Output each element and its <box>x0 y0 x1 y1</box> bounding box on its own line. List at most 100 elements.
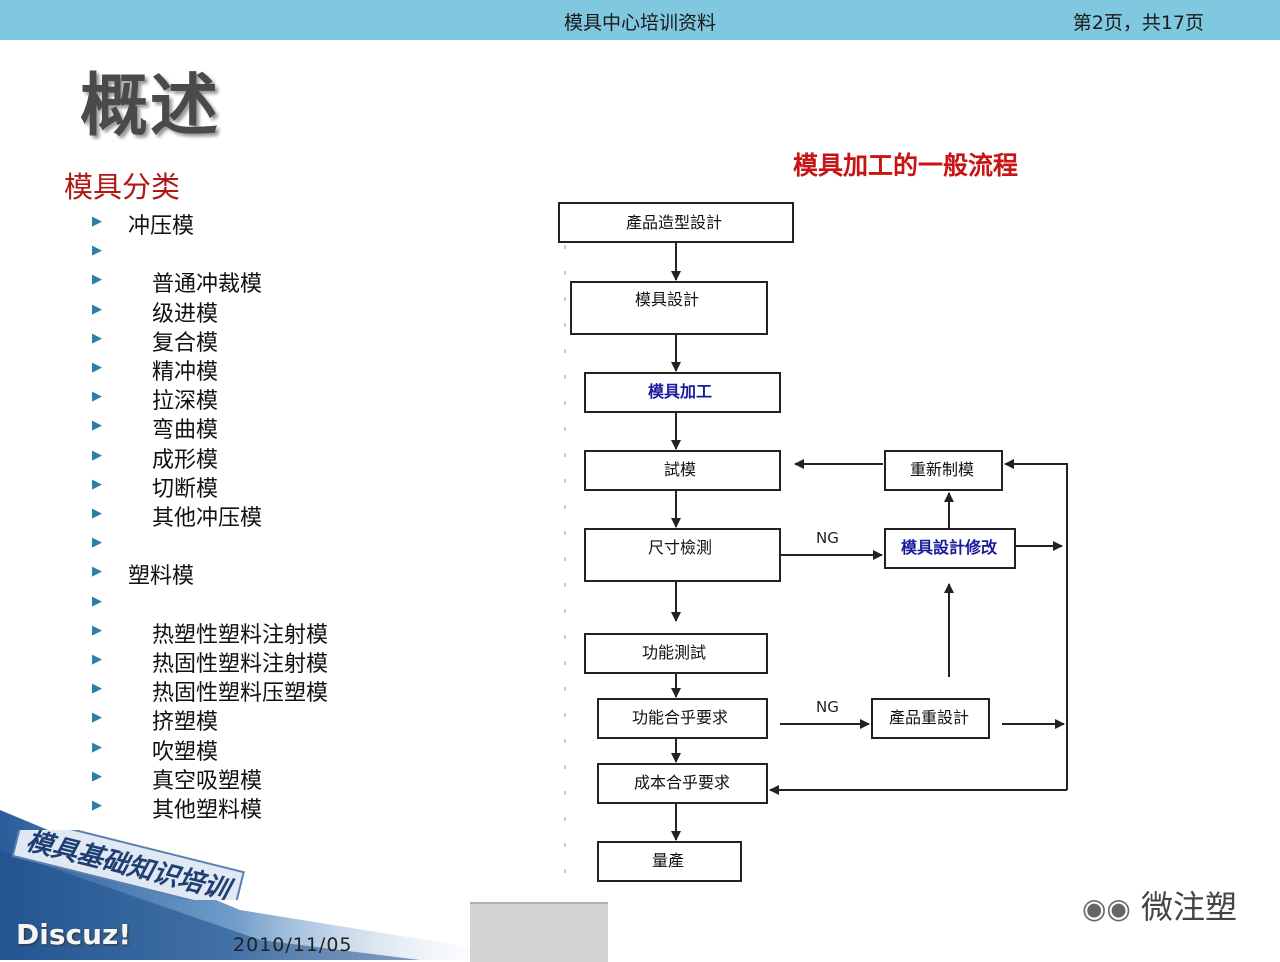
bullet-icon: ▶ <box>92 476 102 492</box>
list-item-text: 塑料模 <box>128 564 195 590</box>
list-item-text: 拉深模 <box>152 389 219 415</box>
list-item: ▶ <box>0 588 540 617</box>
list-item: ▶ 成形模 <box>0 442 540 473</box>
box-mold-machining <box>584 372 781 413</box>
wechat-watermark: ◉◉ 微注塑 <box>1082 882 1237 928</box>
box-mold-modify <box>884 528 1016 569</box>
label-mass-production: 量產 <box>652 851 684 870</box>
box-remake-mold <box>884 450 1003 491</box>
list-item: ▶ 热固性塑料压塑模 <box>0 675 540 707</box>
list-item: ▶ 精冲模 <box>0 354 540 385</box>
ng-label-2: NG <box>816 698 839 716</box>
list-item: ▶ 复合模 <box>0 325 540 356</box>
bullet-icon: ▶ <box>92 681 102 697</box>
list-item-text: 复合模 <box>152 330 219 356</box>
ng-label-1: NG <box>816 529 839 547</box>
box-product-redesign <box>871 698 990 739</box>
list-item: ▶ 吹塑模 <box>0 734 540 765</box>
bullet-icon: ▶ <box>92 272 102 288</box>
bullet-icon: ▶ <box>92 214 102 229</box>
list-item-text: 热固性塑料压塑模 <box>152 681 329 707</box>
bullet-icon: ▶ <box>92 301 102 317</box>
list-item: ▶ 冲压模 <box>0 208 540 239</box>
bullet-icon: ▶ <box>92 622 102 638</box>
bullet-icon: ▶ <box>92 418 102 434</box>
label-mold-modify: 模具設計修改 <box>901 538 998 557</box>
bullet-icon: ▶ <box>92 243 102 259</box>
list-item-text: 成形模 <box>152 447 219 473</box>
list-item-text: 挤塑模 <box>152 710 219 736</box>
label-cost-req: 成本合乎要求 <box>634 773 730 792</box>
list-item: ▶ 级进模 <box>0 296 540 327</box>
list-item-text: 其他冲压模 <box>152 506 263 531</box>
training-banner: 模具基础知识培训 <box>11 830 245 900</box>
list-item-text: 切断模 <box>152 476 219 502</box>
section-title: 模具分类 <box>64 170 181 204</box>
list-item: ▶ 热塑性塑料注射模 <box>0 617 540 648</box>
list-item-text: 其他塑料模 <box>152 798 263 823</box>
bullet-icon: ▶ <box>92 330 102 346</box>
list-item: ▶ 普通冲裁模 <box>0 266 540 298</box>
box-cost-req <box>597 763 768 804</box>
bullet-icon: ▶ <box>92 710 102 726</box>
bullet-icon: ▶ <box>92 447 102 463</box>
box-function-req <box>597 698 768 739</box>
bullet-icon: ▶ <box>92 389 102 405</box>
label-function-test: 功能測試 <box>642 643 706 662</box>
page-title: 概述 <box>80 67 221 146</box>
label-function-req: 功能合乎要求 <box>632 708 728 727</box>
list-item: ▶ 挤塑模 <box>0 704 540 736</box>
box-function-test <box>584 633 768 674</box>
label-remake-mold: 重新制模 <box>910 460 974 479</box>
box-product-design <box>558 202 794 243</box>
list-item-text: 弯曲模 <box>152 418 219 444</box>
header-title: 模具中心培训资料 <box>563 12 716 34</box>
grey-panel <box>470 902 608 962</box>
label-mold-machining: 模具加工 <box>648 382 712 401</box>
box-dimension-check <box>584 528 781 582</box>
box-mold-design <box>570 281 768 335</box>
bullet-icon: ▶ <box>92 798 102 813</box>
label-product-redesign: 產品重設計 <box>889 708 969 727</box>
discuz-logo: Discuz! <box>16 918 132 951</box>
list-item-text: 冲压模 <box>128 214 195 239</box>
bullet-icon: ▶ <box>92 652 102 667</box>
list-item-text: 普通冲裁模 <box>152 272 263 298</box>
page-indicator: 第2页，共17页 <box>1072 12 1204 34</box>
label-mold-design: 模具設計 <box>635 290 699 309</box>
list-item-text: 真空吸塑模 <box>152 768 263 794</box>
list-item: ▶ 真空吸塑模 <box>0 763 540 794</box>
bullet-icon: ▶ <box>92 535 102 551</box>
list-item-text: 级进模 <box>152 301 219 327</box>
arrow-loop-to-remake <box>1004 459 1068 790</box>
bullet-icon: ▶ <box>92 768 102 784</box>
list-item-text: 吹塑模 <box>152 739 219 765</box>
bullet-icon: ▶ <box>92 739 102 755</box>
label-trial: 試模 <box>664 460 696 479</box>
list-item: ▶ 热固性塑料注射模 <box>0 646 540 677</box>
footer-date: 2010/11/05 <box>233 934 353 956</box>
bullet-icon: ▶ <box>92 360 102 375</box>
label-dimension-check: 尺寸檢測 <box>648 538 712 557</box>
list-item-text: 热固性塑料注射模 <box>152 652 329 677</box>
wechat-icon: ◉◉ <box>1082 892 1131 925</box>
list-item-text: 精冲模 <box>152 360 219 385</box>
bullet-icon: ▶ <box>92 506 102 521</box>
list-item-text: 热塑性塑料注射模 <box>152 622 329 648</box>
list-item: ▶ 拉深模 <box>0 383 540 415</box>
bottom-decoration <box>0 810 520 960</box>
watermark-text: 微注塑 <box>1141 888 1238 926</box>
bullet-icon: ▶ <box>92 593 102 609</box>
label-product-design: 產品造型設計 <box>626 213 722 232</box>
flowchart-title: 模具加工的一般流程 <box>793 151 1018 180</box>
list-item: ▶ 弯曲模 <box>0 412 540 444</box>
list-item: ▶ 切断模 <box>0 471 540 502</box>
list-item: ▶塑料模 <box>0 558 540 590</box>
list-item: ▶ <box>0 529 540 558</box>
box-trial <box>584 450 781 491</box>
box-mass-production <box>597 841 742 882</box>
list-item: ▶ 其他冲压模 <box>0 500 540 531</box>
list-item: ▶ 其他塑料模 <box>0 792 540 823</box>
header-bar: 模具中心培训资料 第2页，共17页 <box>0 0 1280 40</box>
